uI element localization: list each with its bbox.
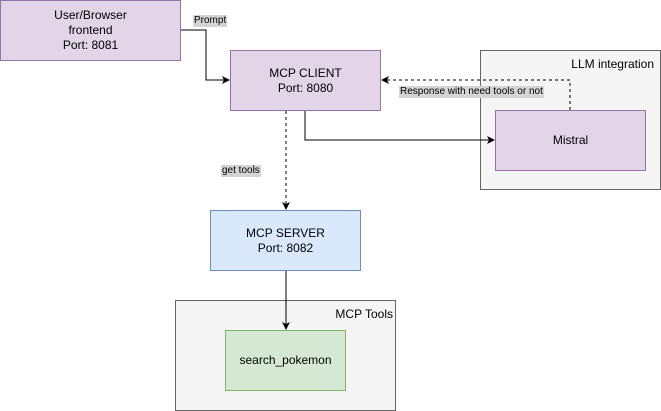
mistral-node[interactable]: Mistral <box>495 110 646 171</box>
mistral-label: Mistral <box>552 133 589 147</box>
search-pokemon-label: search_pokemon <box>239 353 332 367</box>
prompt-edge-label: Prompt <box>193 15 228 27</box>
mcp-server-node[interactable]: MCP SERVER Port: 8082 <box>210 210 361 271</box>
prompt-edge <box>181 29 230 84</box>
frontend-port: Port: 8081 <box>62 38 119 52</box>
get-tools-edge-label: get tools <box>221 165 261 177</box>
mcp-server-port: Port: 8082 <box>257 240 314 255</box>
client-to-mistral-edge <box>304 111 495 144</box>
mcp-tools-group: MCP Tools <box>175 300 396 411</box>
frontend-name: User/Browser <box>54 8 127 22</box>
response-edge-label: Response with need tools or not <box>399 86 544 98</box>
llm-integration-title: LLM integration <box>571 57 654 71</box>
mcp-client-name: MCP CLIENT <box>269 65 342 80</box>
mcp-tools-title: MCP Tools <box>335 307 393 321</box>
frontend-node[interactable]: User/Browser frontend Port: 8081 <box>0 0 181 61</box>
mcp-client-node[interactable]: MCP CLIENT Port: 8080 <box>230 50 381 111</box>
response-edge <box>381 76 571 110</box>
mcp-client-port: Port: 8080 <box>277 80 334 95</box>
frontend-type: frontend <box>68 23 113 37</box>
search-pokemon-node[interactable]: search_pokemon <box>225 330 346 391</box>
mcp-server-name: MCP SERVER <box>246 225 325 240</box>
